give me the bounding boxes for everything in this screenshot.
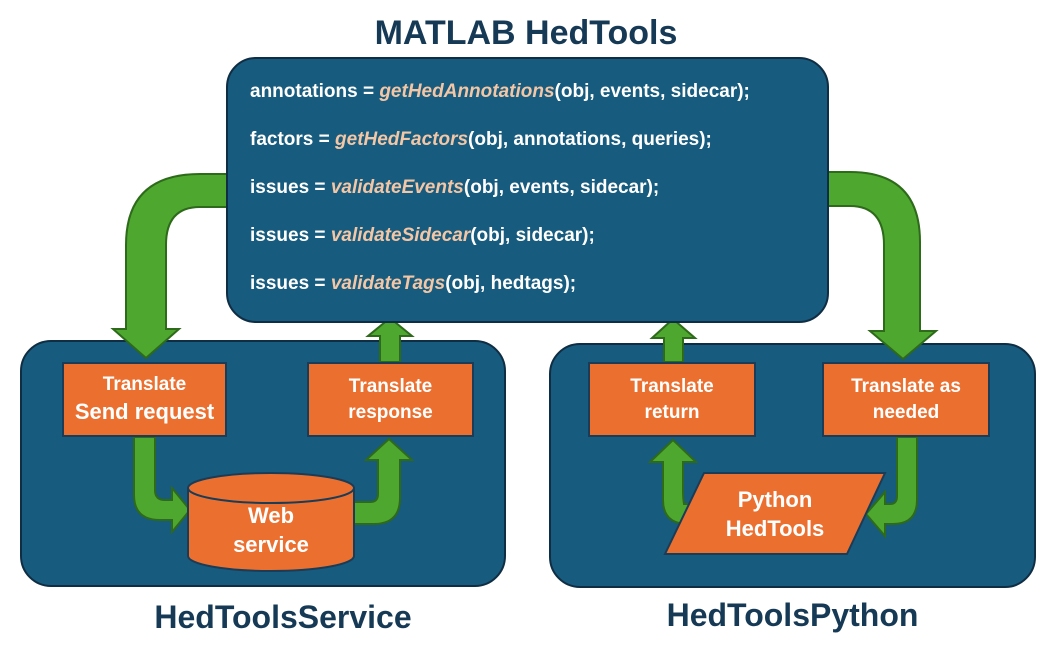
python-title: HedToolsPython — [666, 597, 919, 633]
python-line-1: Python — [737, 487, 813, 512]
function-name: validateTags — [330, 273, 446, 294]
arrow-python-to-return — [647, 438, 699, 525]
box-line-2: Send request — [74, 399, 215, 425]
code-line-validate-tags: issues = validateTags(obj, hedtags); — [250, 273, 576, 295]
python-line-2: HedTools — [725, 515, 825, 541]
code-prefix: issues = — [250, 273, 331, 294]
web-service-label: Web service — [188, 502, 354, 559]
arrow-send-to-web — [133, 436, 192, 535]
service-title: HedToolsService — [154, 599, 412, 635]
code-args: (obj, annotations, queries); — [468, 129, 712, 150]
code-line-annotations: annotations = getHedAnnotations(obj, eve… — [250, 81, 750, 103]
web-service-cylinder — [187, 472, 355, 572]
python-hedtools-label: Python HedTools — [675, 486, 875, 543]
arrow-to-python — [826, 171, 939, 361]
python-hedtools-shape — [663, 472, 887, 555]
code-prefix: factors = — [250, 129, 336, 150]
code-line-validate-events: issues = validateEvents(obj, events, sid… — [250, 177, 659, 199]
translate-send-request-box: Translate Send request — [62, 362, 227, 437]
box-line-1: Translate — [348, 375, 433, 397]
arrow-web-to-response — [353, 437, 415, 525]
box-line-1: Translate — [102, 373, 187, 395]
box-line-2: return — [644, 401, 700, 423]
arrow-response-up — [365, 316, 415, 363]
translate-return-box: Translate return — [588, 362, 756, 437]
box-line-2: response — [348, 401, 433, 423]
arrow-return-up — [649, 317, 698, 363]
box-line-2: needed — [872, 401, 940, 423]
function-name: validateSidecar — [330, 225, 471, 246]
box-line-1: Translate as — [851, 375, 961, 397]
web-service-line-1: Web — [247, 503, 295, 528]
translate-as-needed-box: Translate as needed — [822, 362, 990, 437]
matlab-title: MATLAB HedTools — [374, 14, 678, 52]
box-line-1: Translate — [630, 375, 714, 397]
translate-response-box: Translate response — [307, 362, 474, 437]
code-line-validate-sidecar: issues = validateSidecar(obj, sidecar); — [250, 225, 595, 247]
function-name: validateEvents — [330, 177, 464, 198]
arrow-to-service — [110, 173, 233, 360]
code-args: (obj, hedtags); — [445, 273, 577, 294]
arrow-needed-to-python — [864, 436, 918, 539]
function-name: getHedAnnotations — [379, 81, 555, 102]
matlab-panel — [226, 57, 829, 323]
code-prefix: issues = — [250, 177, 331, 198]
function-name: getHedFactors — [335, 129, 469, 150]
code-args: (obj, sidecar); — [470, 225, 595, 246]
code-prefix: issues = — [250, 225, 331, 246]
web-service-line-2: service — [233, 531, 309, 557]
code-args: (obj, events, sidecar); — [463, 177, 660, 198]
code-prefix: annotations = — [250, 81, 380, 102]
code-args: (obj, events, sidecar); — [554, 81, 750, 102]
code-line-factors: factors = getHedFactors(obj, annotations… — [250, 129, 712, 151]
